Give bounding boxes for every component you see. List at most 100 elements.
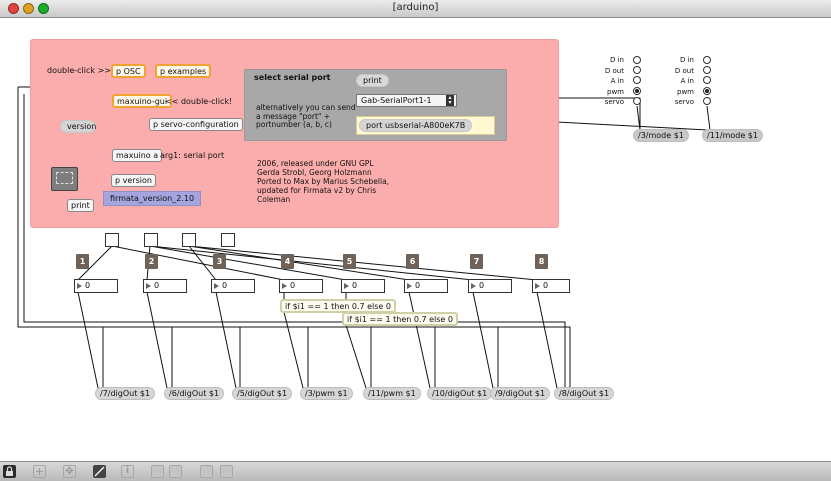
number-box-arrow-icon [282,283,287,289]
presentation-icon[interactable] [93,465,106,478]
radio-d-out[interactable] [633,66,641,74]
number-box-value: 0 [290,281,296,290]
mode-label-a-in: A in [610,77,624,85]
mode-message-3[interactable]: /3/mode $1 [633,129,689,142]
print-device-icon[interactable] [51,167,78,191]
edit-icon[interactable] [220,465,233,478]
close-button[interactable] [8,3,19,14]
number-box-value: 0 [415,281,421,290]
mode-label-a-in: A in [680,77,694,85]
toggle-4[interactable] [221,233,235,247]
servo-configuration-object[interactable]: p servo-configuration [149,118,243,131]
expression-object-1[interactable]: if $i1 == 1 then 0.7 else 0 [280,299,396,313]
radio-servo[interactable] [633,97,641,105]
window-title: [arduino] [392,2,439,13]
credits-text: 2006, released under GNU GPL Gerda Strob… [257,159,389,204]
output-message-7[interactable]: /7/digOut $1 [95,387,156,400]
number-box-value: 0 [222,281,228,290]
credits-line: Gerda Strobl, Georg Holzmann [257,168,372,177]
radio-a-in[interactable] [633,76,641,84]
alt-text-line: portnumber (a, b, c) [256,120,332,129]
mode-label-d-in: D in [610,56,624,64]
channel-button-8[interactable]: 8 [535,254,548,269]
output-message-9[interactable]: /9/digOut $1 [490,387,551,400]
number-box-value: 0 [479,281,485,290]
firmata-version-display: firmata_version_2.10 [103,191,201,206]
number-box-6[interactable]: 0 [404,279,448,293]
output-message-6[interactable]: /6/digOut $1 [164,387,225,400]
snap-icon[interactable] [169,465,182,478]
number-box-1[interactable]: 0 [74,279,118,293]
p-version-object[interactable]: p version [111,174,156,187]
output-message-3-pwm[interactable]: /3/pwm $1 [300,387,353,400]
p-examples-object[interactable]: p examples [155,64,212,78]
channel-button-2[interactable]: 2 [145,254,158,269]
number-box-arrow-icon [146,283,151,289]
radio-d-in[interactable] [703,56,711,64]
output-message-10[interactable]: /10/digOut $1 [427,387,493,400]
number-box-7[interactable]: 0 [468,279,512,293]
p-osc-object[interactable]: p OSC [111,64,146,78]
radio-pwm[interactable] [703,87,711,95]
maxuino-a-object[interactable]: maxuino a [112,149,163,162]
serial-port-menu[interactable]: Gab-SerialPort1-1 ▴▾ [356,94,457,107]
output-message-5[interactable]: /5/digOut $1 [232,387,293,400]
arg-label: arg1: serial port [160,151,225,160]
grid-icon[interactable] [151,465,164,478]
channel-button-6[interactable]: 6 [406,254,419,269]
toggle-1[interactable] [105,233,119,247]
number-box-5[interactable]: 0 [341,279,385,293]
double-click-label: double-click >> [47,66,111,75]
number-box-4[interactable]: 0 [279,279,323,293]
port-message[interactable]: port usbserial-A800eK7B [359,119,473,132]
version-message[interactable]: version [60,120,96,133]
radio-servo[interactable] [703,97,711,105]
lock-icon[interactable] [3,465,16,478]
number-box-arrow-icon [471,283,476,289]
radio-d-out[interactable] [703,66,711,74]
number-box-value: 0 [154,281,160,290]
output-message-8[interactable]: /8/digOut $1 [554,387,615,400]
print-message[interactable]: print [356,74,389,87]
channel-button-4[interactable]: 4 [281,254,294,269]
mode-label-pwm: pwm [677,88,694,96]
number-box-arrow-icon [214,283,219,289]
number-box-2[interactable]: 0 [143,279,187,293]
alt-text: alternatively you can send a message "po… [256,103,356,130]
number-box-value: 0 [543,281,549,290]
radio-d-in[interactable] [633,56,641,64]
move-icon[interactable]: ✥ [63,465,76,478]
info-icon[interactable]: i [121,465,134,478]
number-box-3[interactable]: 0 [211,279,255,293]
mode-label-servo: servo [604,98,624,106]
number-box-arrow-icon [77,283,82,289]
channel-button-7[interactable]: 7 [470,254,483,269]
mode-label-pwm: pwm [607,88,624,96]
firmata-version-text: firmata_version_2.10 [110,194,195,203]
radio-a-in[interactable] [703,76,711,84]
channel-button-3[interactable]: 3 [213,254,226,269]
serial-port-menu-value: Gab-SerialPort1-1 [361,96,432,105]
channel-button-5[interactable]: 5 [343,254,356,269]
maxuino-gui-object[interactable]: maxuino-gui [112,94,173,108]
radio-pwm[interactable] [633,87,641,95]
serial-panel-title: select serial port [254,73,331,82]
expression-object-2[interactable]: if $i1 == 1 then 0.7 else 0 [342,312,458,326]
toggle-3[interactable] [182,233,196,247]
credits-line: 2006, released under GNU GPL [257,159,374,168]
output-message-11-pwm[interactable]: /11/pwm $1 [363,387,421,400]
minimize-button[interactable] [23,3,34,14]
zoom-button[interactable] [38,3,49,14]
alt-text-line: alternatively you can send [256,103,356,112]
mode-message-11[interactable]: /11/mode $1 [702,129,763,142]
toggle-2[interactable] [144,233,158,247]
number-box-value: 0 [352,281,358,290]
print-object[interactable]: print [67,199,94,212]
number-box-arrow-icon [344,283,349,289]
add-icon[interactable]: + [33,465,46,478]
mode-label-d-out: D out [604,67,624,75]
patcher-icon[interactable] [200,465,213,478]
number-box-value: 0 [85,281,91,290]
channel-button-1[interactable]: 1 [76,254,89,269]
number-box-8[interactable]: 0 [532,279,570,293]
